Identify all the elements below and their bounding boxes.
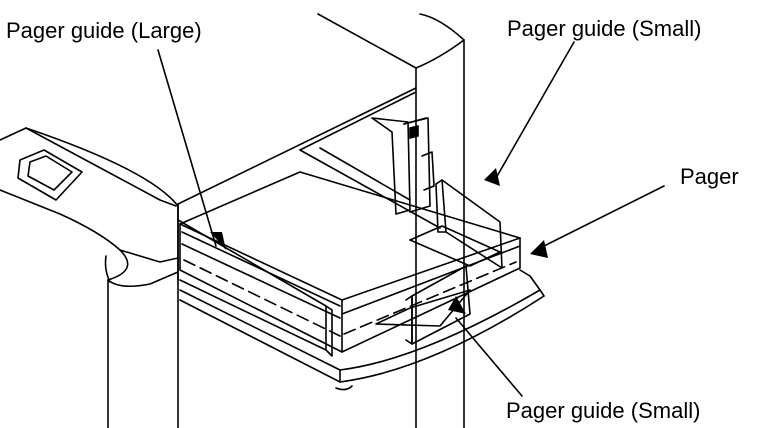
printer-body [107, 13, 465, 428]
paper-guide-small-rear [409, 179, 503, 269]
tray-cavity [177, 87, 441, 281]
tray-platform [179, 269, 545, 391]
paper-guide-large-label: Pager guide (Large) [6, 18, 202, 43]
pager-label: Pager [680, 164, 739, 189]
paper-guide-large [177, 219, 333, 357]
paper-stack [179, 171, 521, 353]
paper-guide-small-bottom-label: Pager guide (Small) [506, 398, 701, 423]
control-panel [0, 127, 179, 288]
callout-leaders [157, 41, 665, 397]
paper-guide-small-top-label: Pager guide (Small) [507, 16, 702, 41]
paper-guide-small-front [375, 265, 471, 345]
